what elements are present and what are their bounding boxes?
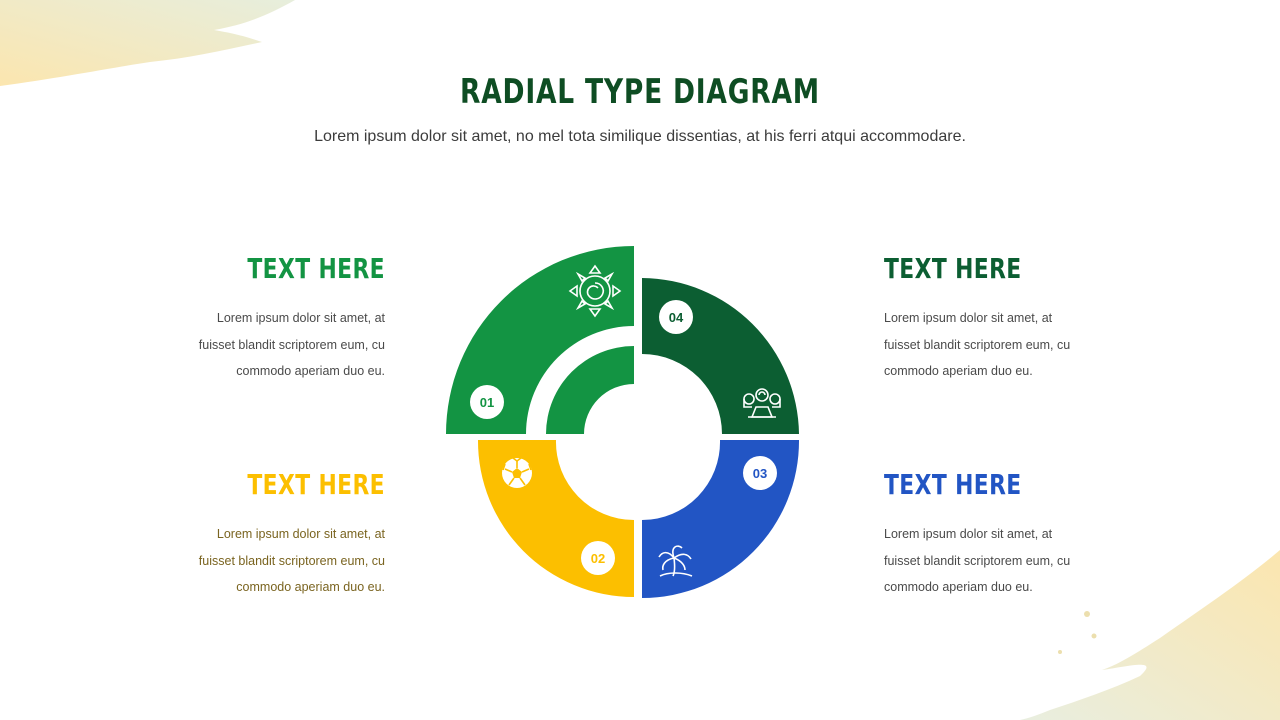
block-line: Lorem ipsum dolor sit amet, at bbox=[216, 311, 385, 325]
segment-dark-green bbox=[642, 278, 799, 434]
block-body: Lorem ipsum dolor sit amet, at fuisset b… bbox=[125, 305, 385, 385]
block-heading: TEXT HERE bbox=[247, 468, 385, 501]
block-line: fuisset blandit scriptorem eum, cu bbox=[198, 553, 385, 568]
badge-04: 04 bbox=[659, 300, 693, 334]
block-line: commodo aperiam duo eu. bbox=[884, 364, 1033, 378]
block-body: Lorem ipsum dolor sit amet, at fuisset b… bbox=[884, 305, 1144, 385]
segment-yellow bbox=[477, 440, 634, 597]
sun-icon bbox=[568, 264, 622, 318]
block-line: Lorem ipsum dolor sit amet, at bbox=[216, 527, 385, 541]
block-line: Lorem ipsum dolor sit amet, at bbox=[884, 527, 1053, 541]
block-line: fuisset blandit scriptorem eum, cu bbox=[884, 337, 1071, 352]
palm-tree-icon bbox=[658, 545, 693, 577]
badge-number: 01 bbox=[480, 395, 494, 410]
brush-stroke-top-left bbox=[0, 0, 295, 86]
radial-diagram: 01 04 03 02 bbox=[446, 246, 800, 598]
block-heading: TEXT HERE bbox=[884, 468, 1022, 501]
block-heading: TEXT HERE bbox=[247, 252, 385, 285]
text-block-yellow: TEXT HERE Lorem ipsum dolor sit amet, at… bbox=[125, 468, 385, 601]
block-line: commodo aperiam duo eu. bbox=[884, 580, 1033, 594]
badge-number: 04 bbox=[669, 310, 684, 325]
badge-02: 02 bbox=[581, 541, 615, 575]
page-subtitle: Lorem ipsum dolor sit amet, no mel tota … bbox=[314, 128, 966, 145]
page-title: RADIAL TYPE DIAGRAM bbox=[460, 72, 820, 112]
text-block-blue: TEXT HERE Lorem ipsum dolor sit amet, at… bbox=[884, 468, 1144, 601]
badge-01: 01 bbox=[470, 385, 504, 419]
brush-stroke-bottom-right bbox=[1020, 550, 1280, 720]
block-line: commodo aperiam duo eu. bbox=[236, 364, 385, 378]
block-line: fuisset blandit scriptorem eum, cu bbox=[884, 553, 1071, 568]
block-line: Lorem ipsum dolor sit amet, at bbox=[884, 311, 1053, 325]
block-body: Lorem ipsum dolor sit amet, at fuisset b… bbox=[884, 521, 1144, 601]
segment-green-inner bbox=[546, 346, 634, 434]
block-body: Lorem ipsum dolor sit amet, at fuisset b… bbox=[125, 521, 385, 601]
soccer-ball-icon bbox=[502, 457, 532, 488]
text-block-green: TEXT HERE Lorem ipsum dolor sit amet, at… bbox=[125, 252, 385, 385]
badge-number: 02 bbox=[591, 551, 605, 566]
badge-03: 03 bbox=[743, 456, 777, 490]
block-line: fuisset blandit scriptorem eum, cu bbox=[198, 337, 385, 352]
statue-icon bbox=[743, 388, 781, 418]
badge-number: 03 bbox=[753, 466, 767, 481]
block-line: commodo aperiam duo eu. bbox=[236, 580, 385, 594]
text-block-dark-green: TEXT HERE Lorem ipsum dolor sit amet, at… bbox=[884, 252, 1144, 385]
block-heading: TEXT HERE bbox=[884, 252, 1022, 285]
